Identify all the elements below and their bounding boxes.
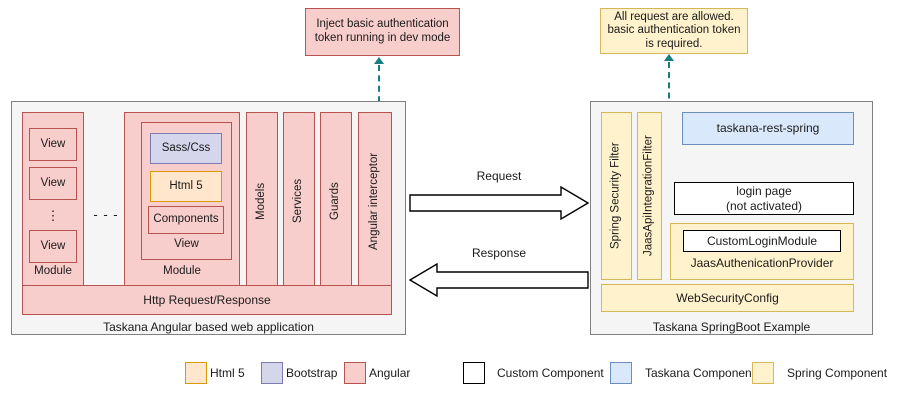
legend-label-taskana: Taskana Component (645, 366, 756, 380)
legend-swatch-html5 (185, 362, 207, 384)
request-arrow-icon (409, 186, 589, 220)
right-panel-caption: Taskana SpringBoot Example (652, 320, 811, 334)
response-arrow-icon (409, 263, 589, 297)
column-services: Services (283, 112, 315, 290)
connector-left-dashed (378, 65, 380, 123)
jaas-authentication-provider-label: JaasAuthenicationProvider (690, 256, 834, 270)
response-label: Response (471, 246, 527, 260)
column-angular-interceptor: Angular interceptor (358, 112, 392, 290)
note-right-basic-auth: All request are allowed. basic authentic… (600, 8, 748, 54)
left-panel-caption: Taskana Angular based web application (103, 320, 314, 334)
custom-login-module: CustomLoginModule (683, 230, 841, 252)
legend-label-custom: Custom Component (497, 366, 604, 380)
web-security-config: WebSecurityConfig (601, 284, 854, 312)
legend-label-spring: Spring Component (787, 366, 888, 380)
legend-swatch-bootstrap (261, 362, 283, 384)
login-page: login page (not activated) (674, 182, 854, 215)
column-guards: Guards (320, 112, 352, 290)
http-request-response-bar: Http Request/Response (22, 285, 392, 315)
connector-right-arrow-icon (664, 54, 674, 61)
request-label: Request (476, 169, 522, 183)
note-left-dev-mode: Inject basic authentication token runnin… (305, 8, 460, 56)
module-b-components: Components (148, 206, 224, 234)
legend-swatch-custom (463, 362, 485, 384)
module-b-label: Module (163, 265, 201, 277)
legend-swatch-angular (344, 362, 366, 384)
module-b-sass-css: Sass/Css (150, 133, 222, 164)
connector-left-arrow-icon (374, 57, 384, 64)
filter-spring-security: Spring Security Filter (601, 112, 632, 280)
taskana-rest-spring: taskana-rest-spring (682, 112, 854, 145)
legend-swatch-taskana (610, 362, 632, 384)
module-a-view-2: View (29, 167, 77, 200)
legend-label-angular: Angular (369, 366, 411, 380)
module-a-view-3: View (29, 230, 77, 263)
module-b-view-label: View (174, 238, 199, 250)
modules-separator: - - - (93, 207, 119, 222)
module-b-html5: Html 5 (150, 171, 222, 202)
module-a-view-1: View (29, 128, 77, 161)
legend-swatch-spring (752, 362, 774, 384)
module-a-ellipsis: ⋮ (46, 208, 60, 223)
module-a-label: Module (34, 265, 72, 277)
column-models: Models (246, 112, 278, 290)
legend-label-html5: Html 5 (210, 366, 245, 380)
filter-jaas-api-integration: JaasApiIntegrationFilter (637, 112, 662, 280)
legend-label-bootstrap: Bootstrap (286, 366, 338, 380)
